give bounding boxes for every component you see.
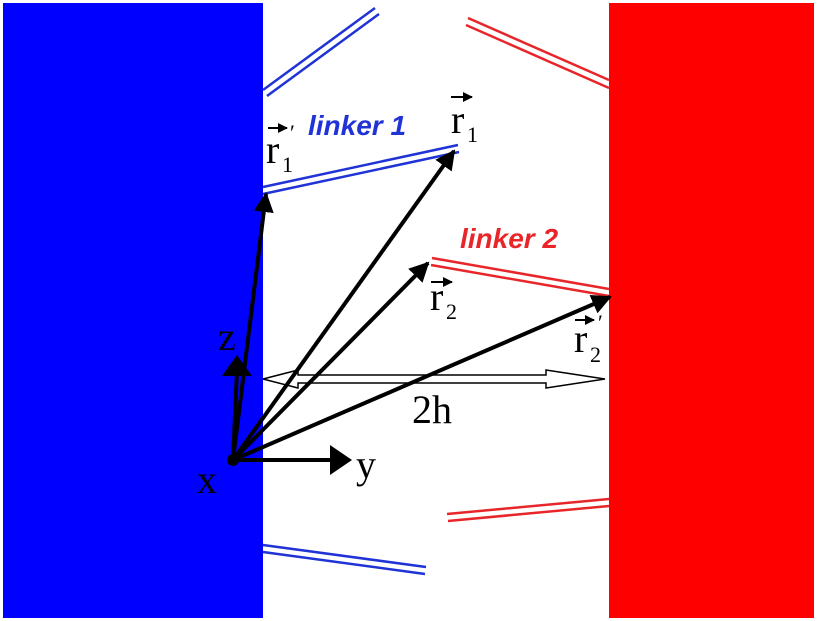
vector-r1-prime: [231, 192, 274, 461]
axis-z-arrowhead: [222, 355, 252, 376]
blue-linker-top: [262, 6, 380, 98]
label-r1-prime: r 1 ′: [266, 120, 295, 177]
label-axis-y: y: [356, 442, 376, 487]
red-linker-2: [430, 256, 610, 298]
svg-text:′: ′: [598, 310, 603, 335]
vector-r1: [231, 149, 456, 462]
red-linker-top: [465, 16, 610, 90]
separation-arrow: [262, 369, 606, 389]
blue-linker-1: [262, 143, 460, 196]
label-linker-2: linker 2: [460, 223, 558, 254]
svg-text:1: 1: [467, 122, 478, 147]
left-wall: [0, 0, 263, 621]
svg-text:r: r: [574, 316, 587, 361]
svg-text:2: 2: [446, 299, 457, 324]
vector-r2-prime: [232, 294, 612, 462]
svg-text:2: 2: [590, 342, 601, 367]
svg-text:1: 1: [282, 152, 293, 177]
blue-linker-bottom: [262, 543, 427, 576]
label-axis-x: x: [197, 457, 217, 502]
svg-text:r: r: [430, 274, 443, 319]
position-vectors: [231, 149, 612, 462]
right-wall: [609, 0, 817, 621]
origin-dot: [227, 454, 239, 466]
label-r1: r 1: [451, 92, 478, 147]
label-separation: 2h: [412, 387, 452, 432]
axis-y-arrowhead: [330, 445, 352, 475]
label-axis-z: z: [218, 314, 236, 359]
label-linker-1: linker 1: [308, 110, 406, 141]
red-linker-bottom: [446, 497, 610, 523]
svg-text:r: r: [451, 97, 464, 142]
label-r2: r 2: [430, 274, 457, 324]
label-r2-prime: r 2 ′: [574, 310, 603, 367]
axis-z-line: [231, 369, 239, 461]
svg-text:r: r: [266, 127, 279, 172]
svg-text:′: ′: [290, 120, 295, 145]
vector-r2: [231, 261, 430, 462]
